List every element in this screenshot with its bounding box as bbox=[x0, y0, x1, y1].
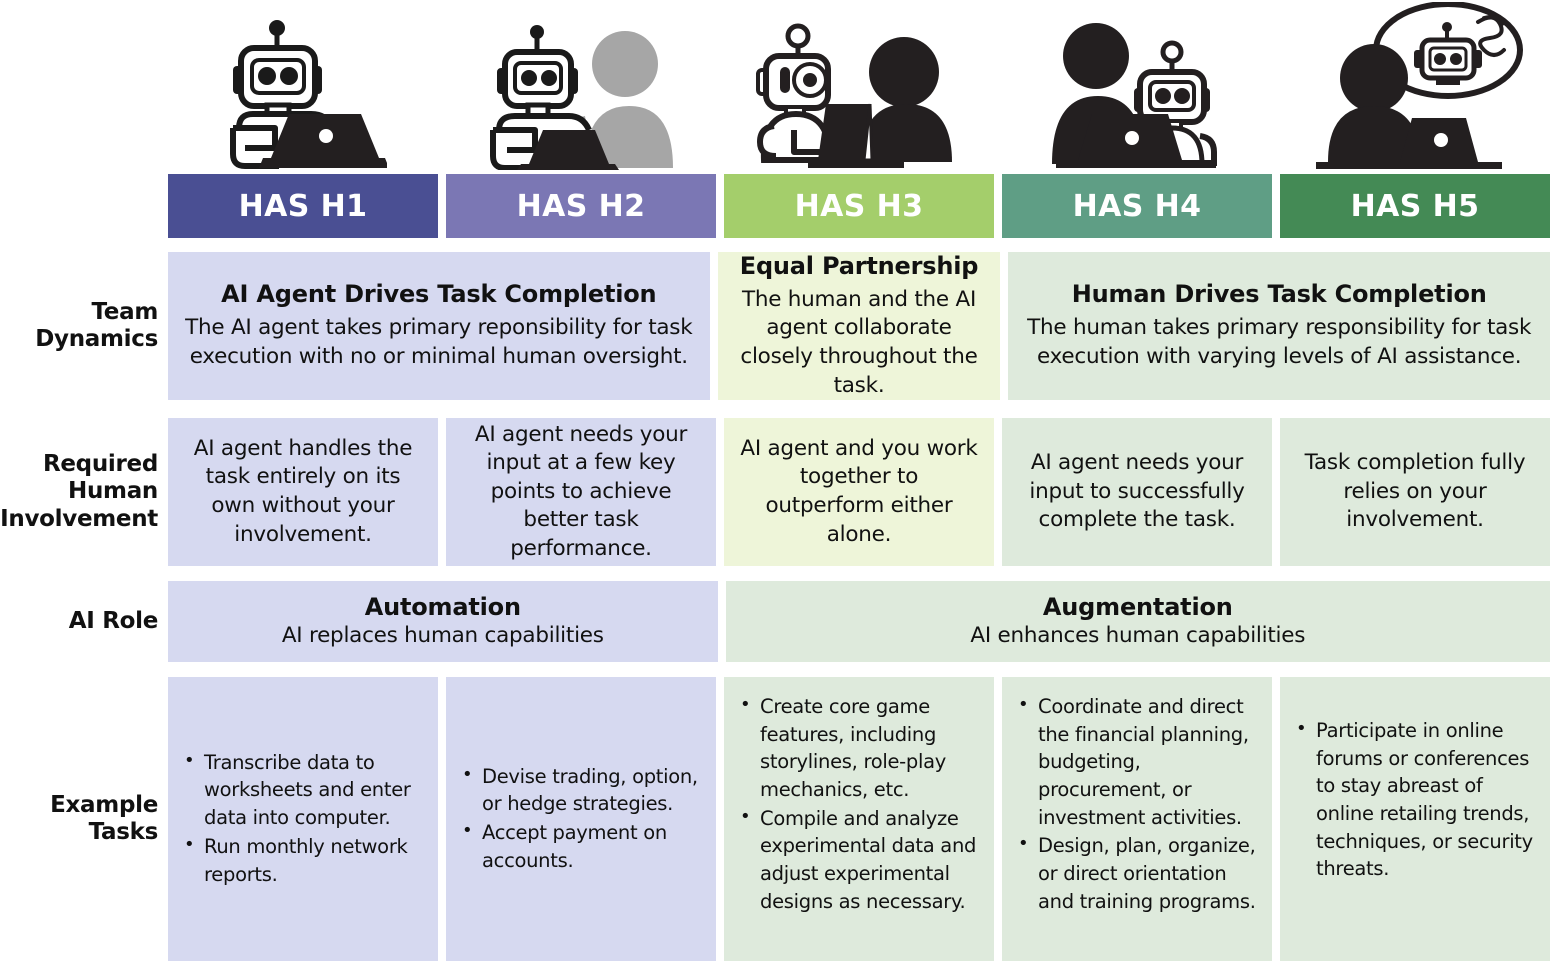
level-header-h2[interactable]: HAS H2 bbox=[446, 174, 716, 238]
icon-strip-spacer bbox=[0, 0, 168, 172]
level-header-h1[interactable]: HAS H1 bbox=[168, 174, 438, 238]
human-at-laptop-thinking-of-robot-icon bbox=[1315, 2, 1523, 169]
row-team-dynamics: Team Dynamics AI Agent Drives Task Compl… bbox=[0, 252, 1560, 400]
list-item: Accept payment on accounts. bbox=[460, 818, 704, 874]
header-row-spacer bbox=[0, 174, 168, 238]
robot-at-laptop-icon bbox=[230, 20, 387, 169]
level-header-label-h1: HAS H1 bbox=[238, 188, 368, 224]
example-tasks-list-h4: Coordinate and direct the financial plan… bbox=[1010, 692, 1260, 917]
level-header-h3[interactable]: HAS H3 bbox=[724, 174, 994, 238]
level-header-h5[interactable]: HAS H5 bbox=[1280, 174, 1550, 238]
list-item: Participate in online forums or conferen… bbox=[1294, 716, 1538, 883]
involvement-cell-h5: Task completion fully relies on your inv… bbox=[1280, 418, 1550, 566]
list-item: Devise trading, option, or hedge strateg… bbox=[460, 762, 704, 818]
example-tasks-cell-h1: Transcribe data to worksheets and enter … bbox=[168, 677, 438, 961]
level-header-label-h2: HAS H2 bbox=[516, 188, 646, 224]
team-dynamics-desc-h1-h2: The AI agent takes primary reponsibility… bbox=[185, 315, 693, 369]
row-label-involvement-line1: Required bbox=[42, 451, 158, 478]
row-label-example-tasks-line2: Tasks bbox=[88, 819, 159, 845]
row-label-involvement-line2: Human bbox=[68, 478, 158, 505]
row-label-ai-role: AI Role bbox=[68, 607, 159, 634]
level-header-label-h5: HAS H5 bbox=[1350, 188, 1480, 224]
team-dynamics-desc-h4-h5: The human takes primary responsibility f… bbox=[1027, 315, 1532, 369]
ai-role-title-automation: Automation bbox=[364, 593, 521, 622]
example-tasks-list-h1: Transcribe data to worksheets and enter … bbox=[176, 748, 426, 889]
row-label-involvement-line3: Involvement bbox=[0, 505, 158, 532]
icon-cell-h2 bbox=[446, 0, 716, 172]
team-dynamics-title-h4-h5: Human Drives Task Completion bbox=[1071, 280, 1487, 309]
icon-cell-h5 bbox=[1280, 0, 1550, 172]
involvement-cell-h2: AI agent needs your input at a few key p… bbox=[446, 418, 716, 566]
level-header-label-h3: HAS H3 bbox=[794, 188, 924, 224]
row-label-example-tasks-line1: Example bbox=[50, 791, 158, 818]
ai-role-sub-augmentation: AI enhances human capabilities bbox=[970, 623, 1306, 649]
list-item: Coordinate and direct the financial plan… bbox=[1016, 692, 1260, 831]
icon-cell-h3 bbox=[724, 0, 994, 172]
row-ai-role: AI Role Automation AI replaces human cap… bbox=[0, 581, 1560, 662]
example-tasks-cell-h3: Create core game features, including sto… bbox=[724, 677, 994, 961]
row-label-example-tasks: Example Tasks bbox=[0, 677, 168, 961]
icon-strip bbox=[0, 0, 1560, 172]
example-tasks-list-h2: Devise trading, option, or hedge strateg… bbox=[454, 762, 704, 876]
example-tasks-cell-h4: Coordinate and direct the financial plan… bbox=[1002, 677, 1272, 961]
level-header-band: HAS H1 HAS H2 HAS H3 HAS H4 HAS H5 bbox=[0, 174, 1560, 238]
example-tasks-cell-h2: Devise trading, option, or hedge strateg… bbox=[446, 677, 716, 961]
level-header-h4[interactable]: HAS H4 bbox=[1002, 174, 1272, 238]
list-item: Compile and analyze experimental data an… bbox=[738, 804, 982, 916]
team-dynamics-cell-h1-h2: AI Agent Drives Task Completion The AI a… bbox=[168, 252, 710, 400]
involvement-cell-h1: AI agent handles the task entirely on it… bbox=[168, 418, 438, 566]
row-label-team-dynamics-line1: Team bbox=[91, 298, 158, 325]
row-required-human-involvement: Required Human Involvement AI agent hand… bbox=[0, 418, 1560, 566]
ai-role-sub-automation: AI replaces human capabilities bbox=[281, 623, 604, 649]
ai-role-cell-automation: Automation AI replaces human capabilitie… bbox=[168, 581, 718, 662]
example-tasks-list-h3: Create core game features, including sto… bbox=[732, 692, 982, 917]
robot-at-laptop-with-human-behind-icon bbox=[490, 25, 673, 170]
row-example-tasks: Example Tasks Transcribe data to workshe… bbox=[0, 677, 1560, 961]
level-header-label-h4: HAS H4 bbox=[1072, 188, 1202, 224]
team-dynamics-title-h1-h2: AI Agent Drives Task Completion bbox=[221, 280, 657, 309]
involvement-cell-h4: AI agent needs your input to successfull… bbox=[1002, 418, 1272, 566]
row-label-team-dynamics-line2: Dynamics bbox=[35, 326, 158, 352]
row-label-required-human-involvement: Required Human Involvement bbox=[0, 418, 168, 566]
involvement-cell-h3: AI agent and you work together to outper… bbox=[724, 418, 994, 566]
team-dynamics-cell-h3: Equal Partnership The human and the AI a… bbox=[717, 251, 1001, 400]
team-dynamics-title-h3: Equal Partnership bbox=[739, 251, 979, 280]
robot-and-human-facing-laptop-icon bbox=[755, 23, 952, 168]
team-dynamics-cell-h4-h5: Human Drives Task Completion The human t… bbox=[1008, 252, 1550, 400]
example-tasks-cell-h5: Participate in online forums or conferen… bbox=[1280, 677, 1550, 961]
list-item: Run monthly network reports. bbox=[182, 832, 426, 888]
team-dynamics-desc-h3: The human and the AI agent collaborate c… bbox=[740, 286, 978, 398]
list-item: Transcribe data to worksheets and enter … bbox=[182, 748, 426, 832]
human-at-laptop-with-robot-icon bbox=[1052, 23, 1217, 168]
example-tasks-list-h5: Participate in online forums or conferen… bbox=[1288, 716, 1538, 884]
icon-cell-h4 bbox=[1002, 0, 1272, 172]
icon-cell-h1 bbox=[168, 0, 438, 172]
ai-role-cell-augmentation: Augmentation AI enhances human capabilit… bbox=[725, 581, 1550, 662]
ai-role-title-augmentation: Augmentation bbox=[1042, 593, 1233, 622]
list-item: Design, plan, organize, or direct orient… bbox=[1016, 831, 1260, 915]
list-item: Create core game features, including sto… bbox=[738, 692, 982, 804]
row-label-team-dynamics: Team Dynamics bbox=[0, 252, 168, 400]
